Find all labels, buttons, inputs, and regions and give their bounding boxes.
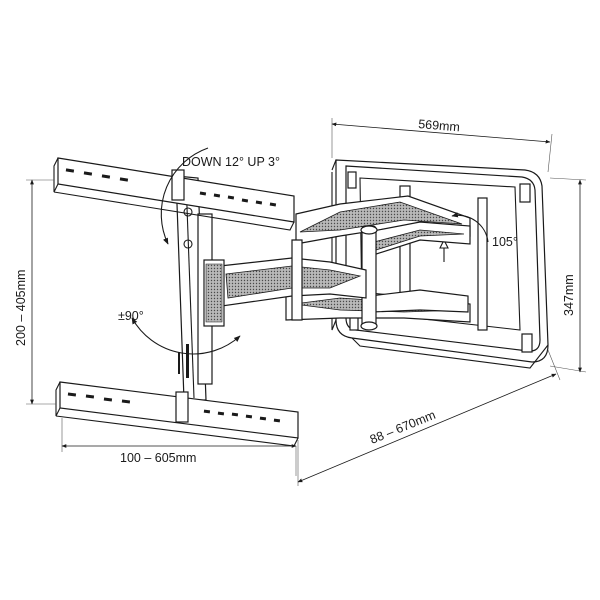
- swivel-label: 105°: [492, 235, 518, 249]
- dimension-569: [331, 118, 553, 173]
- rotation-arc: [131, 317, 241, 355]
- dimension-347: [549, 177, 587, 373]
- top-mounting-rail: [53, 157, 295, 231]
- articulating-arms: [219, 195, 471, 331]
- extension-label: 88 – 670mm: [368, 408, 438, 447]
- horizontal-range-label: 100 – 605mm: [120, 451, 196, 465]
- wall-plate-height-label: 347mm: [562, 274, 576, 316]
- tilt-label: DOWN 12° UP 3°: [182, 155, 280, 169]
- dimension-100-605: [61, 418, 297, 476]
- wall-plate-width-label: 569mm: [418, 117, 461, 134]
- swivel-arc: [451, 212, 489, 243]
- bottom-mounting-rail: [55, 381, 299, 447]
- dimension-88-670: [297, 349, 561, 486]
- rotation-label: ±90°: [118, 309, 144, 323]
- dimension-200-405: [26, 179, 56, 405]
- tilt-arc: [160, 147, 209, 245]
- vertical-range-label: 200 – 405mm: [14, 270, 28, 346]
- tv-bracket: [53, 157, 299, 447]
